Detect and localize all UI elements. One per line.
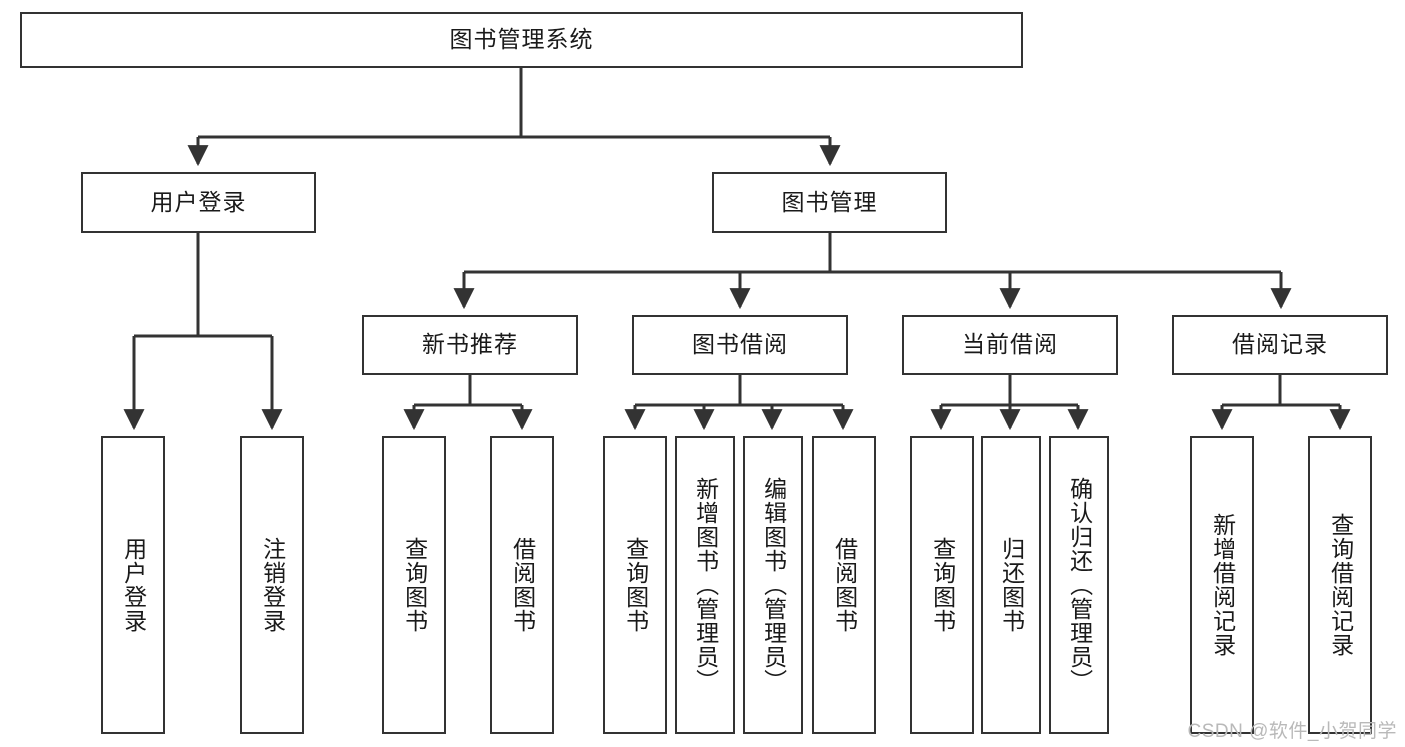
- node-label: 图书管理系统: [449, 26, 594, 53]
- node-leaf-add-borrow-record[interactable]: 新增借阅记录: [1190, 436, 1254, 734]
- node-label: 用户登录: [150, 188, 247, 215]
- node-current-borrow[interactable]: 当前借阅: [902, 315, 1118, 375]
- node-leaf-borrow-book-1[interactable]: 借阅图书: [490, 436, 554, 734]
- node-label: 新书推荐: [422, 331, 518, 358]
- node-label: 借阅图书: [509, 537, 536, 633]
- node-label: 用户登录: [120, 537, 147, 633]
- node-label: 图书管理: [781, 188, 878, 215]
- node-leaf-confirm-return[interactable]: 确认归还（管理员）: [1049, 436, 1109, 734]
- node-borrow-record[interactable]: 借阅记录: [1172, 315, 1388, 375]
- node-label: 查询图书: [622, 537, 649, 633]
- node-label: 查询图书: [401, 537, 428, 633]
- node-label: 查询借阅记录: [1327, 513, 1354, 657]
- node-label: 归还图书: [998, 537, 1025, 633]
- node-leaf-logout[interactable]: 注销登录: [240, 436, 304, 734]
- node-leaf-query-borrow-record[interactable]: 查询借阅记录: [1308, 436, 1372, 734]
- node-leaf-add-book[interactable]: 新增图书（管理员）: [675, 436, 735, 734]
- csdn-watermark: CSDN @软件_小贺同学: [1187, 721, 1397, 742]
- node-label: 图书借阅: [692, 331, 788, 358]
- node-label: 新增图书（管理员）: [692, 477, 719, 693]
- node-leaf-edit-book[interactable]: 编辑图书（管理员）: [743, 436, 803, 734]
- node-book-borrow[interactable]: 图书借阅: [632, 315, 848, 375]
- node-leaf-user-login[interactable]: 用户登录: [101, 436, 165, 734]
- node-leaf-query-book-2[interactable]: 查询图书: [603, 436, 667, 734]
- node-label: 注销登录: [259, 537, 286, 633]
- node-leaf-query-book-3[interactable]: 查询图书: [910, 436, 974, 734]
- node-book-management-system[interactable]: 图书管理系统: [20, 12, 1023, 68]
- node-label: 确认归还（管理员）: [1066, 477, 1093, 693]
- node-label: 借阅记录: [1232, 331, 1328, 358]
- node-leaf-borrow-book-2[interactable]: 借阅图书: [812, 436, 876, 734]
- node-book-manage[interactable]: 图书管理: [712, 172, 947, 233]
- node-user-login[interactable]: 用户登录: [81, 172, 316, 233]
- node-label: 当前借阅: [962, 331, 1058, 358]
- node-label: 新增借阅记录: [1209, 513, 1236, 657]
- node-label: 查询图书: [929, 537, 956, 633]
- node-label: 借阅图书: [831, 537, 858, 633]
- node-leaf-return-book[interactable]: 归还图书: [981, 436, 1041, 734]
- node-label: 编辑图书（管理员）: [760, 477, 787, 693]
- node-new-book-recommendation[interactable]: 新书推荐: [362, 315, 578, 375]
- node-leaf-query-book-1[interactable]: 查询图书: [382, 436, 446, 734]
